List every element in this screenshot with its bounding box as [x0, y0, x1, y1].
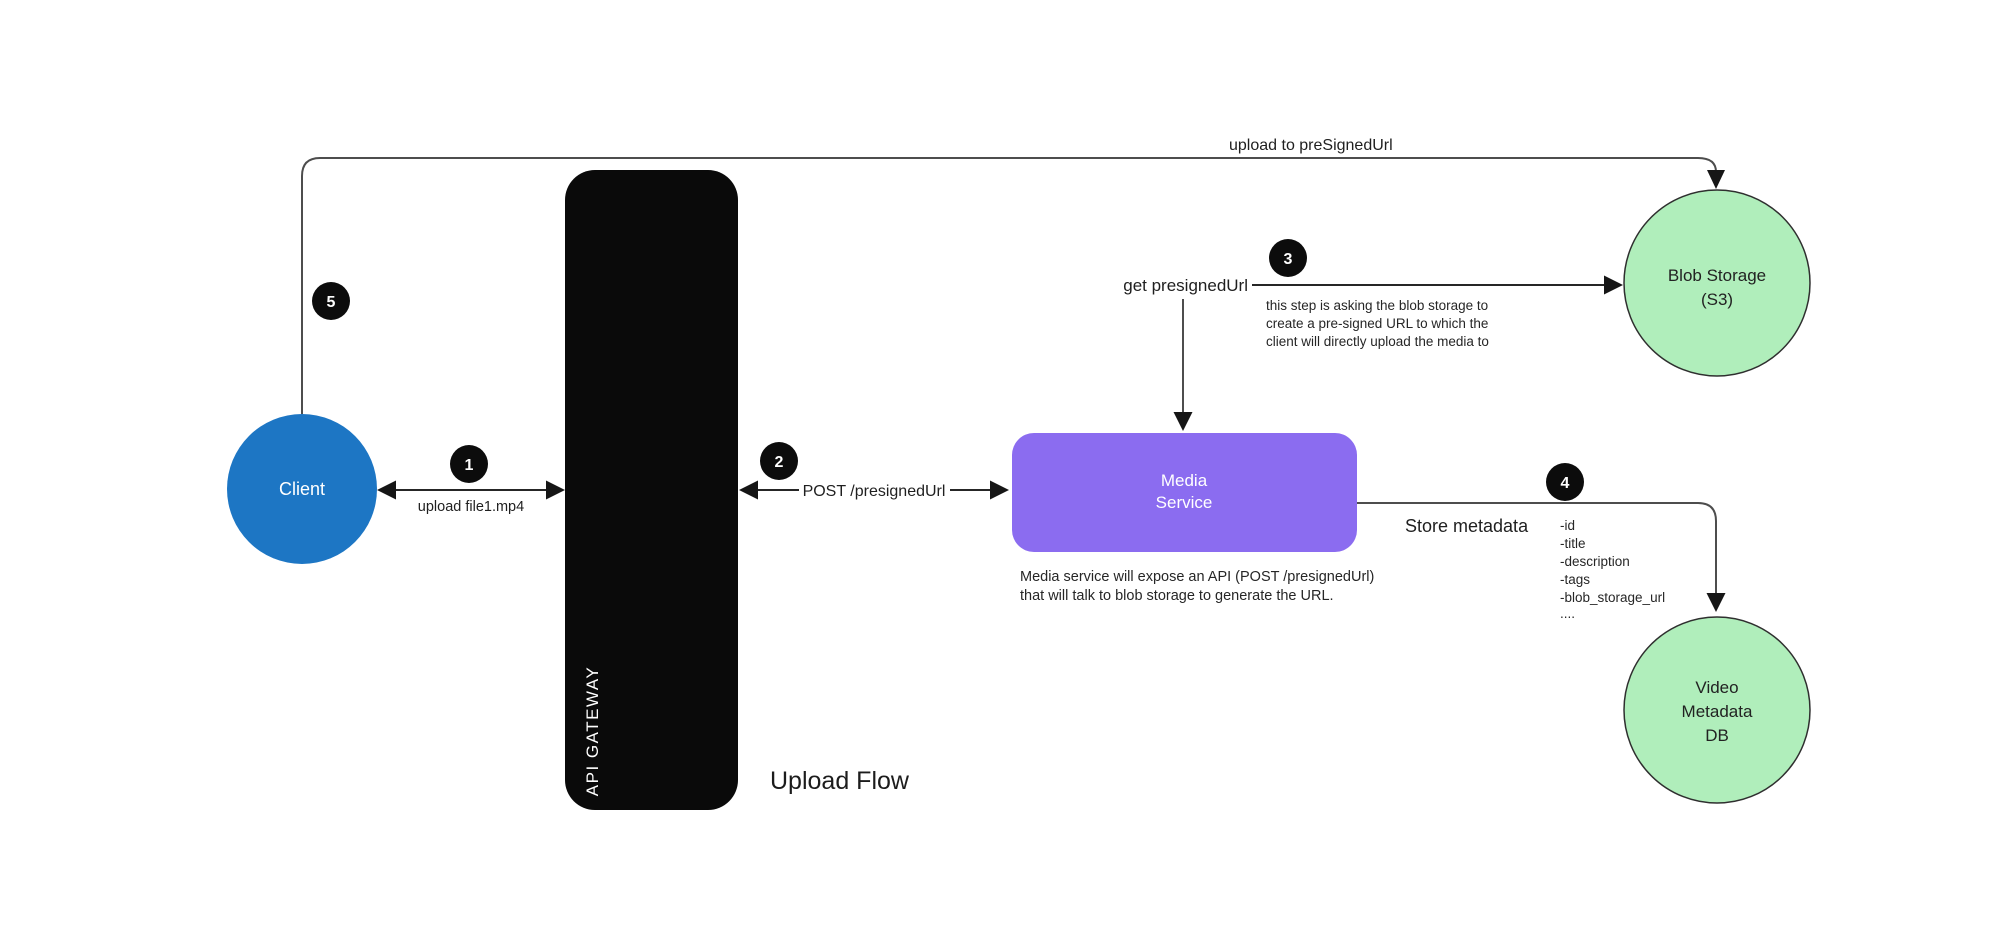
client-label: Client [279, 479, 325, 499]
video-metadata-db-node [1623, 616, 1811, 804]
arrowhead-into-blob-storage-left [1604, 275, 1623, 295]
arrowhead-into-video-db-top [1706, 593, 1726, 612]
step-badge-1-number: 1 [465, 457, 474, 474]
step-badge-5 [312, 282, 350, 320]
metadata-field-description: -description [1560, 554, 1630, 569]
edge-upload-to-presignedurl [301, 157, 1717, 414]
step-badge-2-number: 2 [775, 454, 784, 471]
step-badge-4 [1546, 463, 1584, 501]
arrowhead-into-blob-storage-top [1707, 170, 1725, 189]
edge-label-post-presignedurl: POST /presignedUrl [803, 483, 946, 500]
media-service-note-line1: Media service will expose an API (POST /… [1020, 569, 1374, 585]
edge-store-metadata [1357, 502, 1717, 594]
arrowhead-into-gateway-left [546, 480, 565, 500]
media-service-label-line2: Service [1156, 493, 1213, 512]
video-db-label-line2: Metadata [1682, 702, 1753, 721]
api-gateway-node [565, 170, 738, 810]
video-db-label-line1: Video [1695, 678, 1738, 697]
step3-note-line3: client will directly upload the media to [1266, 334, 1489, 349]
step-badge-5-number: 5 [327, 294, 336, 311]
metadata-field-ellipsis: .... [1560, 606, 1575, 621]
step-badge-1 [450, 445, 488, 483]
media-service-label-line1: Media [1161, 471, 1208, 490]
edge-label-store-metadata: Store metadata [1405, 516, 1529, 536]
metadata-field-title: -title [1560, 536, 1586, 551]
step-badge-3-number: 3 [1284, 251, 1293, 268]
blob-storage-node [1623, 189, 1811, 377]
step-badge-3 [1269, 239, 1307, 277]
edge-label-upload-to-presignedurl: upload to preSignedUrl [1229, 137, 1393, 154]
step-badge-4-number: 4 [1561, 475, 1570, 492]
edge-label-get-presignedurl: get presignedUrl [1123, 276, 1248, 295]
arrowhead-into-media-service-top [1173, 412, 1193, 431]
arrowhead-into-gateway-right [739, 480, 758, 500]
media-service-node [1012, 433, 1357, 552]
diagram-title: Upload Flow [770, 767, 910, 795]
media-service-note-line2: that will talk to blob storage to genera… [1020, 588, 1334, 604]
edge-label-upload-file: upload file1.mp4 [418, 499, 524, 515]
metadata-field-blob-storage-url: -blob_storage_url [1560, 590, 1665, 605]
arrowhead-into-media-service-left [990, 480, 1009, 500]
client-node [227, 414, 377, 564]
api-gateway-label: API GATEWAY [583, 666, 602, 796]
blob-storage-label-line1: Blob Storage [1668, 266, 1766, 285]
step3-note-line1: this step is asking the blob storage to [1266, 298, 1488, 313]
metadata-field-tags: -tags [1560, 572, 1590, 587]
video-db-label-line3: DB [1705, 726, 1729, 745]
blob-storage-label-line2: (S3) [1701, 290, 1733, 309]
step-badge-2 [760, 442, 798, 480]
step3-note-line2: create a pre-signed URL to which the [1266, 316, 1488, 331]
metadata-field-id: -id [1560, 518, 1575, 533]
arrowhead-into-client [377, 480, 396, 500]
